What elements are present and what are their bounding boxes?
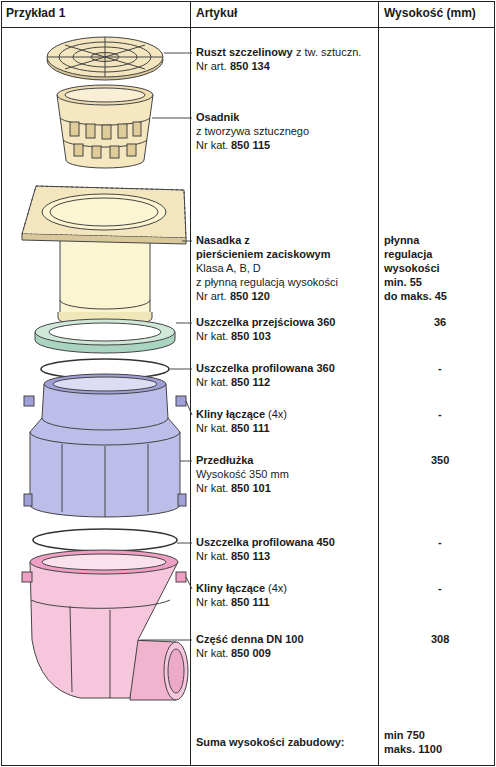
- article-text: 850 113: [231, 550, 270, 563]
- article-text: (4x): [268, 582, 287, 595]
- article-text: z płynną regulacją wysokości: [196, 276, 338, 289]
- base-part: [22, 550, 188, 700]
- top-attachment: [22, 186, 186, 327]
- article-text: Nr kat.: [196, 550, 228, 563]
- height-value: 308: [431, 633, 449, 646]
- article-text: Osadnik: [196, 111, 239, 124]
- article-text: 850 112: [231, 376, 270, 389]
- extension-piece: [24, 374, 186, 517]
- height-value: -: [438, 362, 442, 375]
- article-text: 850 111: [231, 596, 270, 609]
- article-text: Nr kat.: [196, 596, 228, 609]
- article-text: Nr kat.: [196, 422, 228, 435]
- article-text: Kliny łączące: [196, 582, 265, 595]
- article-text: 850 115: [231, 139, 270, 152]
- height-value: regulacja: [384, 248, 432, 261]
- sediment-basket: [57, 85, 153, 168]
- article-text: 850 120: [230, 290, 270, 303]
- article-text: 850 009: [231, 647, 271, 660]
- height-value: wysokości: [384, 262, 440, 275]
- article-text: Nr kat.: [196, 482, 228, 495]
- height-value: min 750: [384, 729, 425, 742]
- article-text: Uszczelka profilowana 360: [196, 362, 335, 375]
- article-text: 850 111: [231, 422, 270, 435]
- height-value: płynna: [384, 234, 419, 247]
- article-text: Kliny łączące: [196, 408, 265, 421]
- article-text: Nr art.: [196, 60, 227, 73]
- article-text: Nr kat.: [196, 647, 228, 660]
- height-value: 36: [434, 316, 446, 329]
- article-text: Nr art.: [196, 290, 227, 303]
- article-text: z tworzywa sztucznego: [196, 125, 309, 138]
- article-text: 850 134: [230, 60, 270, 73]
- article-text: (4x): [268, 408, 287, 421]
- table-header: Wysokość (mm): [384, 7, 476, 20]
- article-text: Uszczelka profilowana 450: [196, 536, 335, 549]
- article-text: Uszczelka przejściowa 360: [196, 316, 335, 329]
- height-value: -: [438, 408, 442, 421]
- height-value: maks. 1100: [384, 743, 442, 756]
- article-text: Nasadka z: [196, 234, 250, 247]
- article-text: Suma wysokości zabudowy:: [196, 736, 345, 749]
- article-text: pierścieniem zaciskowym: [196, 248, 331, 261]
- article-text: Klasa A, B, D: [196, 262, 261, 275]
- article-text: Część denna DN 100: [196, 633, 304, 646]
- article-text: Nr kat.: [196, 139, 228, 152]
- height-value: do maks. 45: [384, 290, 447, 303]
- article-text: Nr kat.: [196, 376, 228, 389]
- table-header: Artykuł: [196, 7, 237, 20]
- slot-grate: [47, 37, 163, 80]
- height-value: 350: [431, 454, 449, 467]
- profile-seal-450: [33, 529, 177, 551]
- height-value: min. 55: [384, 276, 422, 289]
- article-text: Wysokość 350 mm: [196, 468, 289, 481]
- article-text: z tw. sztuczn.: [296, 46, 361, 59]
- table-header: Przykład 1: [6, 7, 65, 20]
- article-text: Nr kat.: [196, 330, 228, 343]
- height-value: -: [438, 582, 442, 595]
- article-text: 850 103: [231, 330, 271, 343]
- height-value: -: [438, 536, 442, 549]
- article-text: Ruszt szczelinowy: [196, 46, 293, 59]
- leader-lines: [140, 53, 192, 640]
- transition-seal: [35, 319, 175, 353]
- article-text: 850 101: [231, 482, 271, 495]
- article-text: Przedłużka: [196, 454, 253, 467]
